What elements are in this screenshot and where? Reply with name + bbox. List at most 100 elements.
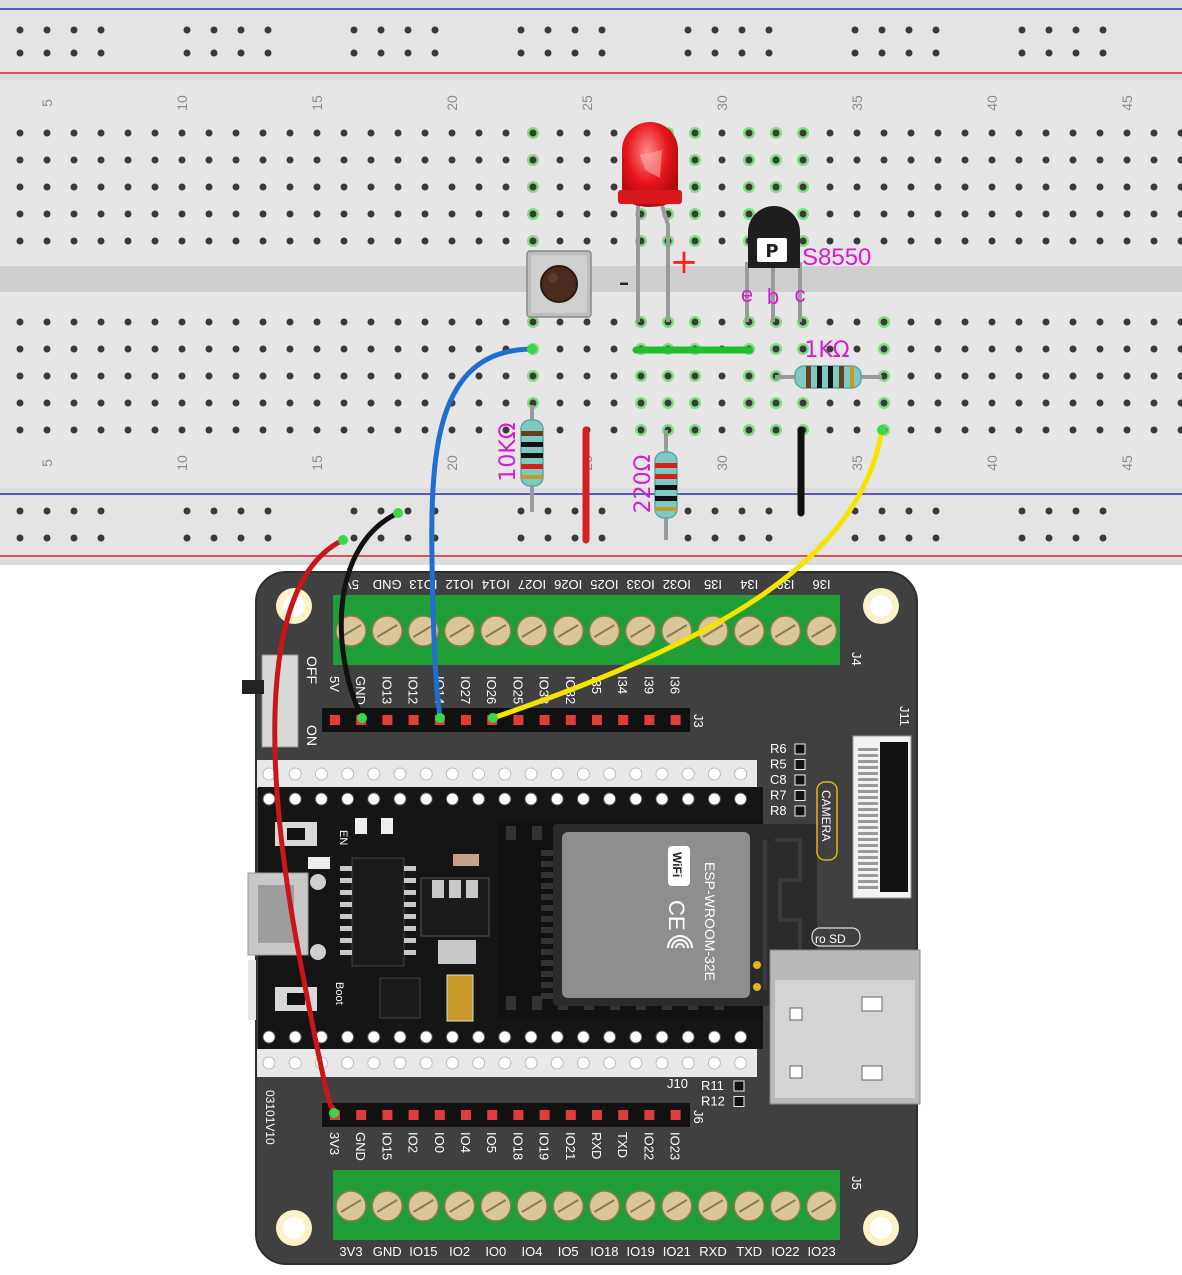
terminal-label: I34	[740, 577, 758, 592]
column-number: 5	[39, 99, 55, 107]
header-pin-label: IO25	[510, 676, 525, 704]
column-number: 20	[444, 95, 460, 111]
header-pin-label: IO12	[406, 676, 421, 704]
j6-label: J6	[691, 1110, 706, 1124]
column-numbers-top: 5 10 15 20 25 30 35 40 45	[39, 95, 1135, 111]
component-ref-label: R6	[770, 741, 787, 756]
header-pin-label: GND	[353, 1132, 368, 1161]
bottom-terminal-strip	[0, 292, 1182, 488]
red-wire-3v3	[272, 537, 346, 1116]
header-pin-label: RXD	[589, 1132, 604, 1159]
breadboard-holes	[16, 26, 1182, 542]
terminal-label: IO22	[771, 1244, 799, 1259]
terminal-label: I35	[704, 577, 722, 592]
svg-text:P: P	[765, 241, 778, 262]
column-number: 5	[39, 459, 55, 467]
esp-wroom-module: ESP-WROOM-32E WiFi CE	[553, 824, 817, 1006]
header-pin-label: IO4	[458, 1132, 473, 1153]
resistor-10k: 10KΩ	[496, 405, 544, 512]
component-ref-label: C8	[770, 772, 787, 787]
column-number: 15	[309, 455, 325, 471]
j11-label: J11	[897, 706, 912, 726]
lower-white-pins	[262, 1056, 748, 1070]
devkit-pins-top	[262, 792, 748, 806]
terminal-label: IO15	[409, 1244, 437, 1259]
header-pin-label: TXD	[615, 1132, 630, 1158]
component-ref-label: R7	[770, 788, 787, 803]
micro-sd-slot: ro SD	[769, 927, 921, 1105]
mounting-holes	[276, 588, 899, 1246]
terminal-label: IO0	[485, 1244, 506, 1259]
bottom-terminal-screws	[335, 1190, 838, 1222]
header-pin-label: IO26	[484, 676, 499, 704]
transistor-s8550: P S8550 e b c	[741, 206, 871, 322]
column-number: 35	[849, 455, 865, 471]
column-number: 30	[714, 95, 730, 111]
header-pin-label: IO0	[432, 1132, 447, 1153]
header-pin-label: I34	[615, 676, 630, 694]
header-pin-label: 5V	[327, 676, 342, 692]
column-number: 40	[984, 455, 1000, 471]
black-wire-gnd	[338, 510, 401, 721]
column-number: 30	[714, 455, 730, 471]
header-pin-label: 3V3	[327, 1132, 342, 1155]
usb-chip-legs	[340, 866, 416, 955]
header-pin-label: IO23	[668, 1132, 683, 1160]
header-pin-label: I36	[668, 676, 683, 694]
column-number: 45	[1119, 95, 1135, 111]
resistor-220: 220Ω	[631, 430, 678, 540]
transistor-pin-e: e	[741, 282, 753, 307]
terminal-label: IO18	[590, 1244, 618, 1259]
bottom-header-pins	[330, 1110, 681, 1120]
terminal-label: IO21	[663, 1244, 691, 1259]
bottom-power-rail	[0, 492, 1182, 558]
terminal-label: IO4	[522, 1244, 543, 1259]
ce-mark: CE	[664, 900, 689, 931]
terminal-label: GND	[373, 577, 402, 592]
terminal-label: IO33	[627, 577, 655, 592]
column-number: 35	[849, 95, 865, 111]
terminal-label: IO27	[518, 577, 546, 592]
column-number: 15	[309, 95, 325, 111]
bottom-header	[322, 1103, 690, 1127]
fcc-icon	[667, 935, 693, 949]
header-pin-label: IO2	[406, 1132, 421, 1153]
terminal-label: RXD	[699, 1244, 726, 1259]
switch-off-label: OFF	[304, 656, 320, 684]
terminal-label: IO26	[554, 577, 582, 592]
top-power-rail	[0, 8, 1182, 74]
header-pin-label: I39	[641, 676, 656, 694]
yellow-wire-io26	[490, 427, 885, 721]
column-number: 40	[984, 95, 1000, 111]
j5-label: J5	[849, 1176, 864, 1190]
column-number: 25	[579, 95, 595, 111]
header-pin-label: IO19	[537, 1132, 552, 1160]
led-plus-label: +	[670, 242, 699, 282]
terminal-label: IO5	[558, 1244, 579, 1259]
column-number: 45	[1119, 455, 1135, 471]
terminal-label: IO14	[482, 577, 510, 592]
transistor-pin-c: c	[795, 282, 806, 307]
column-number: 10	[174, 95, 190, 111]
header-pin-label: IO13	[379, 676, 394, 704]
component-ref-label: R5	[770, 757, 787, 772]
en-label: EN	[337, 830, 349, 845]
wifi-logo-label: WiFi	[670, 852, 684, 877]
terminal-label: IO32	[663, 577, 691, 592]
header-pin-label: IO21	[563, 1132, 578, 1160]
terminal-label: IO2	[449, 1244, 470, 1259]
header-pin-label: IO5	[484, 1132, 499, 1153]
usb-chip	[351, 857, 405, 967]
push-button	[526, 250, 592, 318]
version-label: 03101V10	[263, 1090, 277, 1145]
terminal-label: GND	[373, 1244, 402, 1259]
terminal-label: IO19	[627, 1244, 655, 1259]
header-pin-label: GND	[353, 676, 368, 705]
component-ref-label: R11	[701, 1078, 724, 1093]
